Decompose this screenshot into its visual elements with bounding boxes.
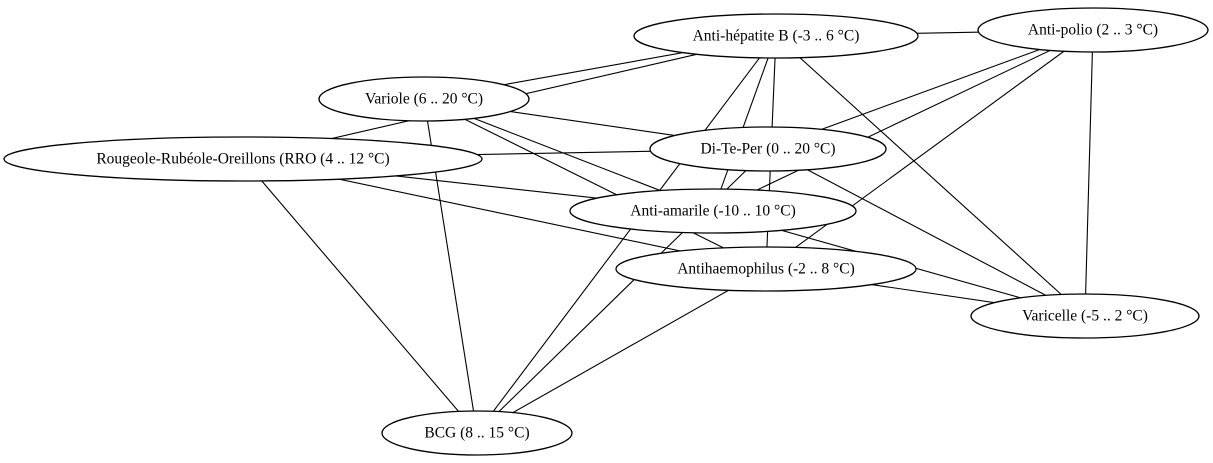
node-polio: Anti-polio (2 .. 3 °C) bbox=[977, 7, 1209, 53]
edge-polio-amaril bbox=[712, 29, 1094, 212]
node-ellipse-variole bbox=[318, 76, 530, 122]
nodes-layer: Anti-hépatite B (-3 .. 6 °C) Anti-polio (… bbox=[3, 7, 1209, 456]
node-bcg: BCG (8 .. 15 °C) bbox=[381, 410, 573, 456]
edge-hepb-varic bbox=[775, 35, 1086, 317]
node-ellipse-amaril bbox=[569, 188, 857, 234]
node-ellipse-rro bbox=[3, 136, 483, 182]
node-ellipse-polio bbox=[977, 7, 1209, 53]
node-ellipse-hepb bbox=[633, 13, 919, 59]
node-label-ditep: Di-Te-Per (0 .. 20 °C) bbox=[700, 141, 835, 158]
node-ellipse-bcg bbox=[381, 410, 573, 456]
node-ellipse-haemo bbox=[615, 246, 917, 292]
node-amaril: Anti-amarile (-10 .. 10 °C) bbox=[569, 188, 857, 234]
edge-variole-haemo bbox=[423, 98, 767, 270]
edge-hepb-bcg bbox=[476, 35, 777, 434]
edge-rro-bcg bbox=[242, 158, 478, 434]
node-label-haemo: Antihaemophilus (-2 .. 8 °C) bbox=[677, 261, 855, 278]
node-haemo: Antihaemophilus (-2 .. 8 °C) bbox=[615, 246, 917, 292]
edge-polio-haemo bbox=[765, 29, 1094, 270]
node-label-bcg: BCG (8 .. 15 °C) bbox=[424, 425, 529, 442]
node-label-amaril: Anti-amarile (-10 .. 10 °C) bbox=[630, 203, 795, 220]
edge-hepb-amaril bbox=[712, 35, 777, 212]
node-varic: Varicelle (-5 .. 2 °C) bbox=[970, 293, 1200, 339]
node-label-rro: Rougeole-Rubéole-Oreillons (RRO (4 .. 12… bbox=[96, 151, 389, 168]
node-label-varic: Varicelle (-5 .. 2 °C) bbox=[1022, 308, 1148, 325]
node-label-hepb: Anti-hépatite B (-3 .. 6 °C) bbox=[693, 28, 860, 45]
edge-haemo-bcg bbox=[476, 268, 767, 434]
node-ellipse-ditep bbox=[649, 126, 887, 172]
node-label-polio: Anti-polio (2 .. 3 °C) bbox=[1028, 22, 1158, 39]
node-variole: Variole (6 .. 20 °C) bbox=[318, 76, 530, 122]
node-ellipse-varic bbox=[970, 293, 1200, 339]
node-rro: Rougeole-Rubéole-Oreillons (RRO (4 .. 12… bbox=[3, 136, 483, 182]
edge-ditep-varic bbox=[767, 148, 1086, 317]
node-label-variole: Variole (6 .. 20 °C) bbox=[365, 91, 483, 108]
edge-polio-varic bbox=[1084, 29, 1094, 317]
node-ditep: Di-Te-Per (0 .. 20 °C) bbox=[649, 126, 887, 172]
node-hepb: Anti-hépatite B (-3 .. 6 °C) bbox=[633, 13, 919, 59]
